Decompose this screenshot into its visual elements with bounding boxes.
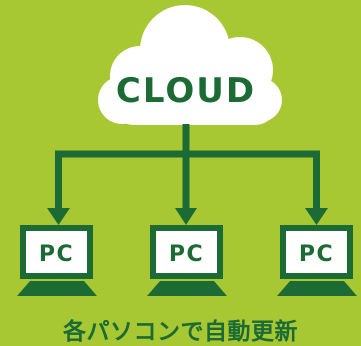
cloud-label: CLOUD	[116, 71, 256, 111]
caption-text: 各パソコンで自動更新	[63, 319, 298, 345]
cloud-shape	[98, 5, 282, 125]
laptop-3	[277, 225, 357, 296]
arrow-head-right	[305, 208, 328, 225]
pc-label-2: PC	[169, 242, 204, 267]
laptop-1	[17, 225, 97, 296]
pc-label-1: PC	[39, 242, 74, 267]
connector-lines	[55, 124, 320, 213]
laptop-2	[147, 225, 227, 296]
arrow-head-center	[175, 208, 197, 225]
arrow-head-left	[47, 208, 70, 225]
pc-label-3: PC	[299, 242, 334, 267]
